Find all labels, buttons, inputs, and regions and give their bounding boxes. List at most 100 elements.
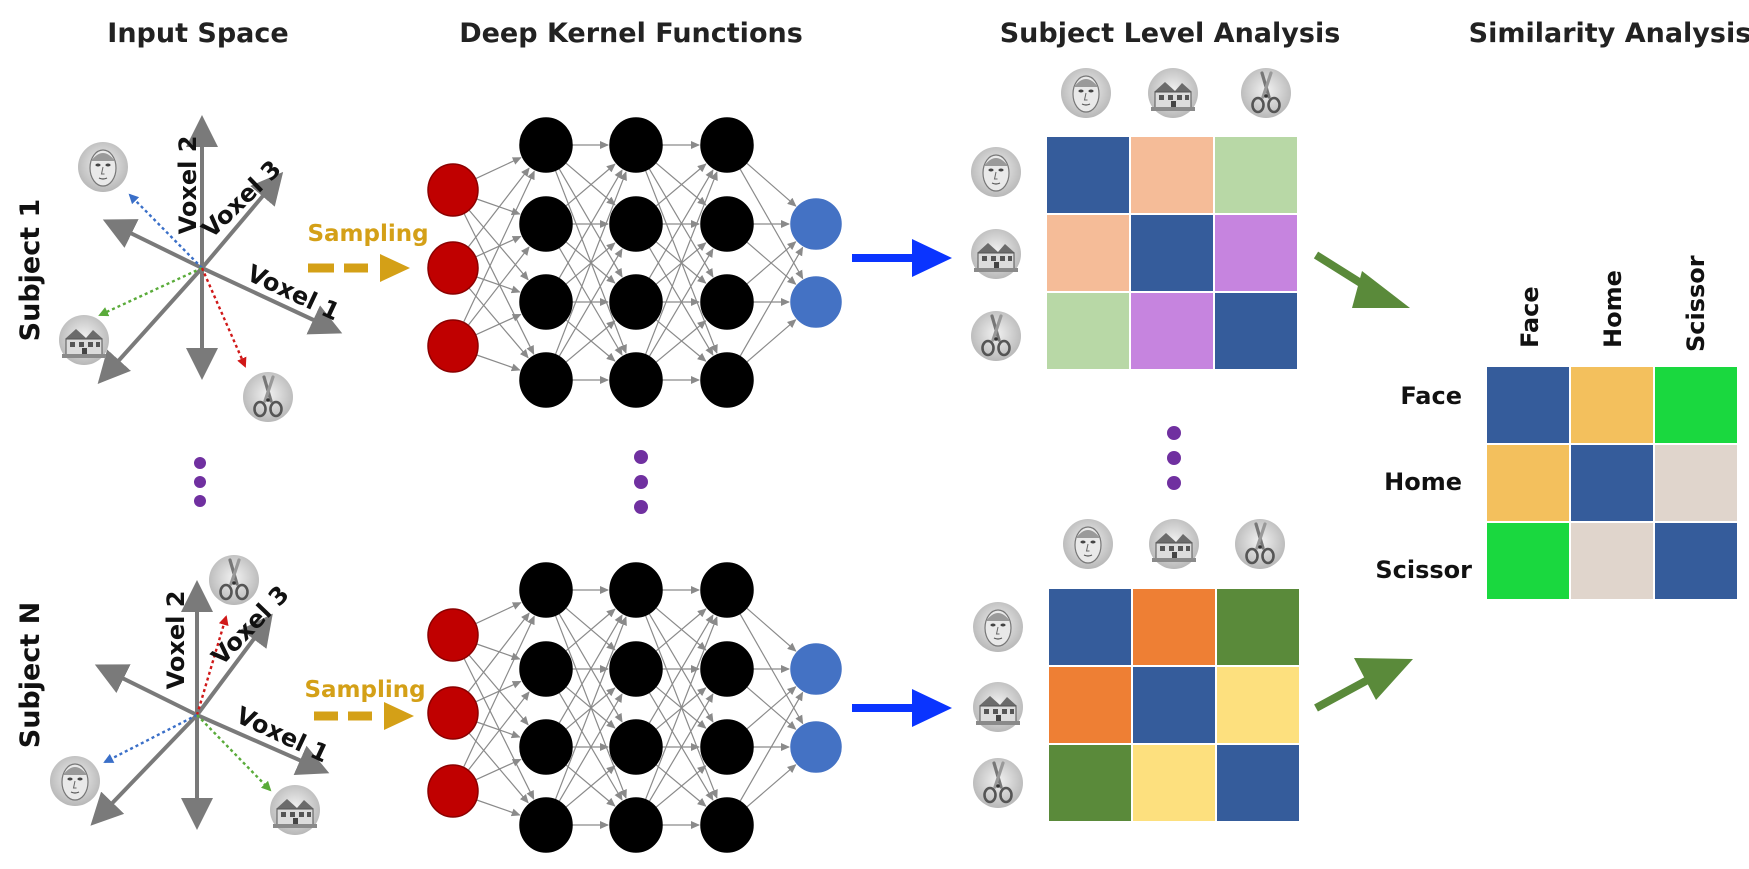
network-edge bbox=[654, 163, 707, 208]
hidden-node bbox=[700, 719, 754, 775]
network-edge bbox=[467, 246, 530, 327]
subject-1-matrix-cell bbox=[1045, 213, 1131, 293]
subject-n-matrix-cell bbox=[1047, 743, 1133, 823]
network-edge bbox=[654, 161, 707, 206]
header-similarity-analysis: Similarity Analysis bbox=[1469, 18, 1749, 49]
axis-voxel-3-label: Voxel 3 bbox=[196, 155, 287, 244]
network-edge bbox=[648, 693, 714, 803]
network-edge bbox=[745, 319, 797, 364]
hidden-node bbox=[519, 641, 573, 697]
network-edge bbox=[739, 167, 804, 280]
similarity-row-home: Home bbox=[1384, 468, 1462, 496]
sampling-label: Sampling bbox=[307, 221, 428, 247]
subject-1-input-space: Voxel 2 Voxel 3 Voxel 1 bbox=[58, 115, 344, 424]
hidden-node bbox=[519, 274, 573, 330]
network-edge bbox=[554, 171, 627, 356]
face-stimulus-icon bbox=[972, 601, 1024, 653]
scissor-stimulus-icon bbox=[969, 309, 1023, 363]
network-edge bbox=[462, 170, 535, 324]
hidden-node bbox=[700, 797, 754, 853]
network-edge bbox=[648, 691, 714, 801]
network-edge bbox=[475, 354, 521, 372]
similarity-matrix: Face Home Scissor Face Home Scissor bbox=[1375, 255, 1739, 601]
header-subject-level-analysis: Subject Level Analysis bbox=[1000, 18, 1341, 49]
hidden-node bbox=[519, 562, 573, 618]
network-edge bbox=[467, 612, 530, 694]
network-edge bbox=[564, 163, 616, 208]
network-edge bbox=[654, 320, 707, 364]
hidden-node bbox=[609, 117, 663, 173]
blue-arrow-subject-1 bbox=[852, 239, 952, 277]
network-edge bbox=[475, 799, 521, 817]
hidden-node bbox=[700, 641, 754, 697]
hidden-node bbox=[609, 196, 663, 252]
network-edge bbox=[554, 616, 627, 801]
network-edge bbox=[739, 691, 804, 803]
hidden-node bbox=[609, 719, 663, 775]
network-edge bbox=[745, 241, 797, 286]
subject-n-label: Subject N bbox=[15, 602, 46, 748]
network-edge bbox=[648, 169, 714, 280]
subject-1-matrix bbox=[969, 66, 1299, 371]
network-edge bbox=[739, 246, 804, 358]
hidden-node bbox=[519, 719, 573, 775]
network-edge bbox=[474, 235, 522, 258]
similarity-row-face: Face bbox=[1400, 382, 1462, 410]
network-edge bbox=[475, 643, 521, 661]
network-edge bbox=[644, 171, 718, 356]
network-edge bbox=[648, 612, 714, 723]
output-node bbox=[790, 721, 842, 773]
network-edge bbox=[654, 685, 707, 729]
ellipsis-matrices bbox=[1167, 426, 1181, 490]
network-edge bbox=[745, 686, 797, 731]
similarity-matrix-cell bbox=[1485, 521, 1571, 601]
network-edge bbox=[644, 616, 718, 801]
network-edge bbox=[462, 615, 535, 769]
hidden-node bbox=[609, 274, 663, 330]
subject-n-matrix-cell bbox=[1047, 587, 1133, 667]
subject-1-label: Subject 1 bbox=[15, 199, 46, 342]
ellipsis-networks bbox=[634, 450, 648, 514]
home-stimulus-icon bbox=[1148, 518, 1200, 570]
blue-arrow-subject-n bbox=[852, 689, 952, 727]
network-edge bbox=[648, 614, 714, 725]
network-edge bbox=[558, 167, 623, 278]
green-arrow-lower bbox=[1314, 658, 1413, 712]
network-edge bbox=[564, 763, 616, 807]
home-stimulus-icon bbox=[1147, 67, 1199, 119]
network-edge bbox=[468, 209, 529, 281]
network-edge bbox=[564, 240, 616, 284]
network-edge bbox=[468, 732, 529, 804]
similarity-matrix-cell bbox=[1653, 521, 1739, 601]
hidden-node bbox=[609, 562, 663, 618]
network-edge bbox=[654, 240, 707, 284]
face-stimulus-icon bbox=[970, 146, 1022, 198]
output-node bbox=[790, 643, 842, 695]
input-node bbox=[427, 608, 479, 662]
similarity-row-scissor: Scissor bbox=[1375, 556, 1472, 584]
face-stimulus-icon bbox=[77, 141, 129, 193]
subject-1-matrix-cell bbox=[1213, 213, 1299, 293]
hidden-node bbox=[609, 797, 663, 853]
sampling-arrow-subject-1: Sampling bbox=[307, 221, 429, 282]
network-edge bbox=[654, 765, 707, 809]
similarity-matrix-cell bbox=[1569, 443, 1655, 523]
subject-n-matrix-cell bbox=[1215, 587, 1301, 667]
network-edge bbox=[468, 287, 529, 359]
subject-1-matrix-cell bbox=[1213, 135, 1299, 215]
subject-1-matrix-cell bbox=[1129, 291, 1215, 371]
axis-voxel-2-label: Voxel 2 bbox=[174, 136, 202, 235]
network-edge bbox=[745, 162, 797, 207]
similarity-matrix-cell bbox=[1653, 443, 1739, 523]
network-edge bbox=[474, 680, 522, 703]
similarity-matrix-cell bbox=[1485, 365, 1571, 445]
similarity-col-home: Home bbox=[1599, 270, 1627, 348]
subject-n-matrix-cell bbox=[1131, 587, 1217, 667]
face-stimulus-icon bbox=[1060, 67, 1112, 119]
network-edge bbox=[558, 612, 623, 723]
hidden-node bbox=[609, 352, 663, 408]
header-deep-kernel-functions: Deep Kernel Functions bbox=[459, 18, 803, 49]
similarity-col-face: Face bbox=[1516, 286, 1544, 348]
home-stimulus-icon bbox=[972, 681, 1024, 733]
